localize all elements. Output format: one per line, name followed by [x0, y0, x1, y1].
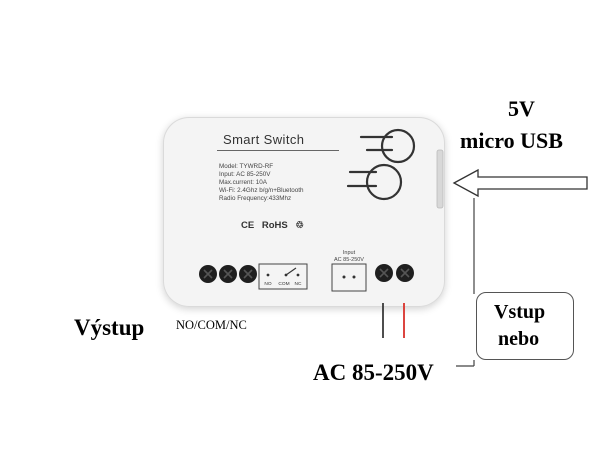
output-terminals-label: NO/COM/NC — [176, 318, 247, 332]
input-callout-box: Vstup nebo — [476, 292, 574, 360]
ac-input-label: AC 85-250V — [313, 360, 434, 385]
device-specs: Model: TYWRD-RF Input: AC 85-250V Max.cu… — [219, 163, 304, 203]
device-title: Smart Switch — [223, 132, 305, 147]
recycle-icon: ♲ — [295, 220, 304, 231]
input-terminal-label: Input AC 85-250V — [331, 250, 367, 292]
output-label: Výstup — [74, 315, 145, 340]
callout-line-1: Vstup — [494, 301, 546, 323]
input-screw-terminals — [375, 264, 414, 282]
callout-line-2: nebo — [498, 328, 540, 350]
certification-marks: CE RoHS ♲ — [241, 220, 309, 231]
spec-max-current: Max.current: 10A — [219, 179, 267, 186]
usb-type-label: micro USB — [460, 128, 563, 153]
relay-no-text: NO — [264, 281, 271, 287]
input-voltage-text: AC 85-250V — [334, 257, 364, 263]
usb-voltage-label: 5V — [508, 96, 535, 121]
ce-mark: CE — [241, 220, 255, 231]
output-screw-terminals — [199, 265, 257, 283]
spec-wifi: Wi-Fi: 2.4Ghz b/g/n+Bluetooth — [219, 187, 304, 194]
arrow-icon — [452, 168, 588, 198]
button-icon-top — [359, 128, 416, 164]
spec-input: Input: AC 85-250V — [219, 171, 271, 178]
relay-nc-text: NC — [295, 281, 302, 287]
spec-radio-frequency: Radio Frequency:433Mhz — [219, 195, 292, 202]
usb-port — [436, 149, 444, 209]
spec-model: Model: TYWRD-RF — [219, 163, 274, 170]
rohs-mark: RoHS — [261, 220, 288, 231]
title-underline — [217, 150, 339, 151]
button-icon-bottom — [346, 163, 403, 201]
relay-com-text: COM — [278, 281, 289, 287]
relay-terminal-label: NO COM NC — [258, 263, 308, 290]
input-label-text: Input — [343, 250, 356, 256]
